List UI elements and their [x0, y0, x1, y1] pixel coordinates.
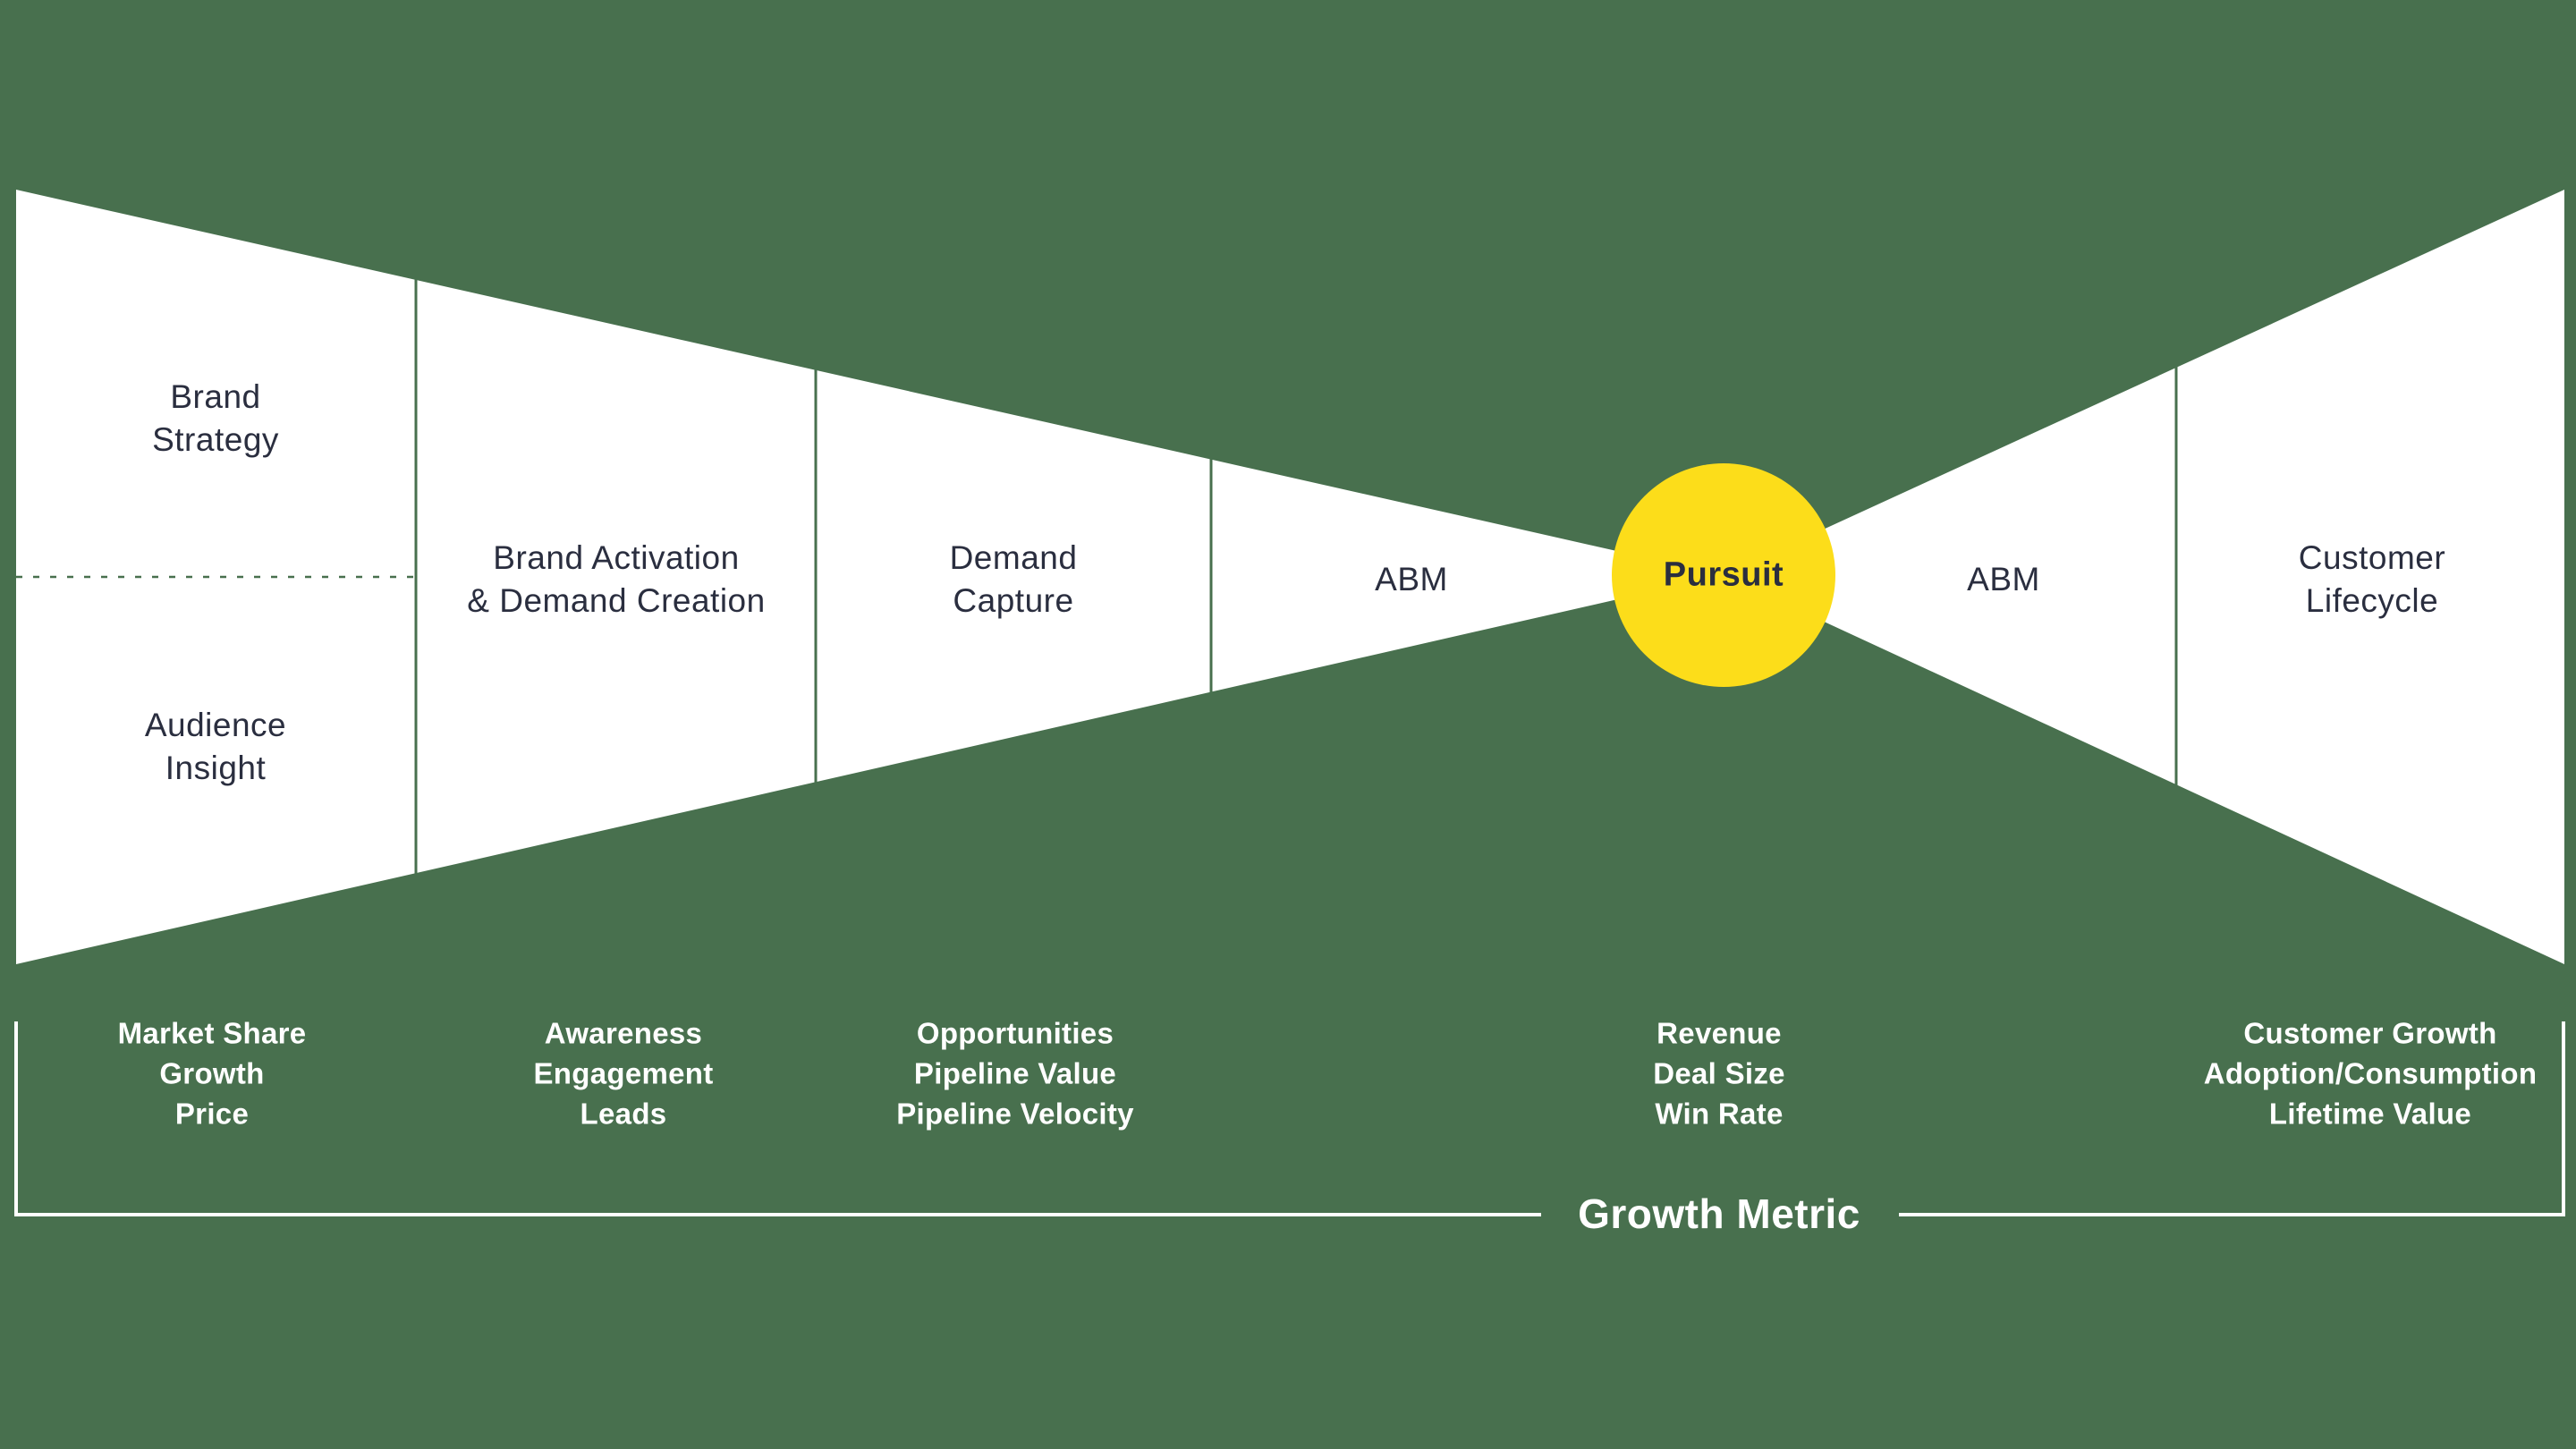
- stage-label-brand-strategy: Brand Strategy: [152, 377, 279, 458]
- metrics-customer-lifecycle: Customer Growth Adoption/Consumption Lif…: [2203, 1016, 2538, 1131]
- growth-metric-bracket-right: [1899, 1021, 2565, 1216]
- stage-label-abm-right: ABM: [1967, 560, 2040, 597]
- stage-label-brand-activation: Brand Activation & Demand Creation: [467, 538, 766, 619]
- growth-metric-axis-label: Growth Metric: [1578, 1191, 1860, 1237]
- metrics-demand-capture: Opportunities Pipeline Value Pipeline Ve…: [896, 1016, 1134, 1131]
- stage-label-audience-insight: Audience Insight: [144, 706, 287, 786]
- stage-label-abm-left: ABM: [1375, 560, 1448, 597]
- growth-metric-bracket-left: [14, 1021, 1541, 1216]
- stage-label-customer-lifecycle: Customer Lifecycle: [2298, 538, 2446, 619]
- metrics-brand-strategy: Market Share Growth Price: [117, 1016, 307, 1131]
- stage-label-pursuit: Pursuit: [1663, 555, 1784, 594]
- left-funnel-wedge: [16, 190, 1724, 964]
- stage-label-demand-capture: Demand Capture: [949, 538, 1078, 619]
- right-funnel-wedge: [1724, 190, 2564, 964]
- pursuit-circle: [1612, 463, 1835, 687]
- metrics-pursuit: Revenue Deal Size Win Rate: [1653, 1016, 1785, 1131]
- metrics-brand-activation: Awareness Engagement Leads: [533, 1016, 714, 1131]
